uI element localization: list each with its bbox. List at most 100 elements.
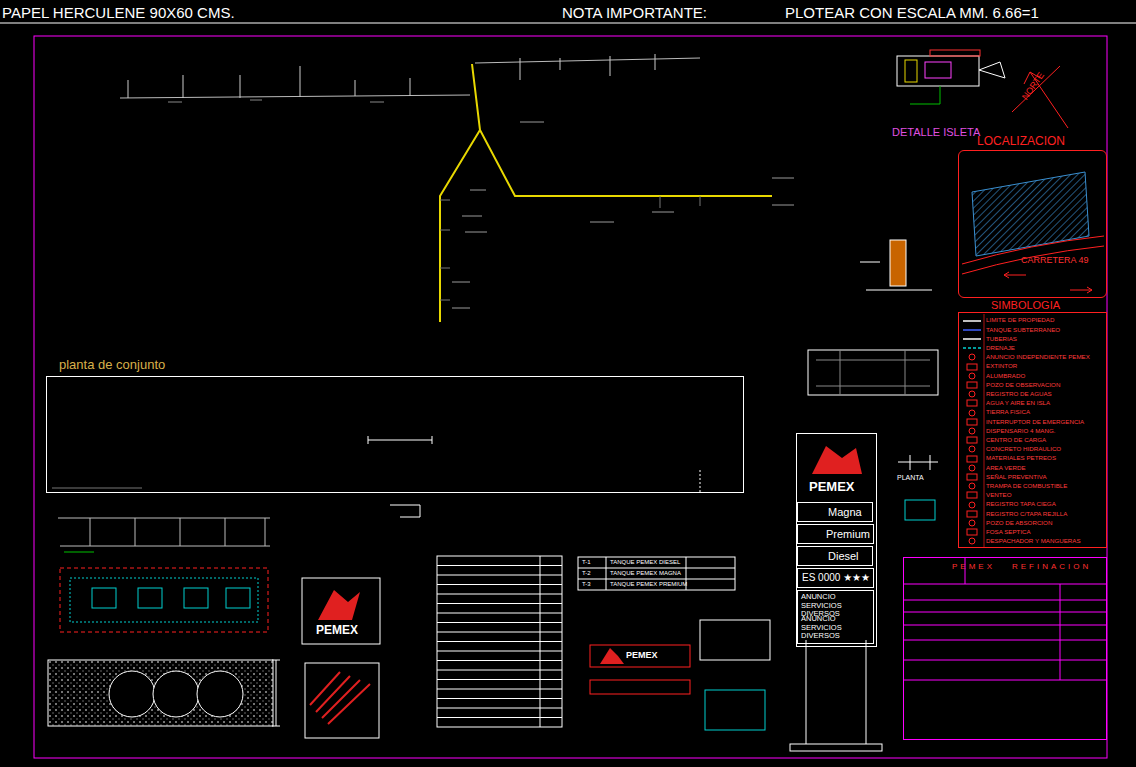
pipeline-route [120, 95, 470, 98]
construction-details [890, 240, 906, 286]
legend-text: TRAMPA DE COMBUSTIBLE [986, 483, 1067, 489]
legend-symbol [969, 354, 975, 360]
legend-sample [962, 473, 982, 481]
legend-text: CENTRO DE CARGA [986, 437, 1046, 443]
pipeline-route [168, 100, 384, 102]
construction-details [700, 620, 770, 660]
legend-sample [962, 455, 982, 463]
legend-sample [962, 399, 982, 407]
legend-sample [962, 482, 982, 490]
legend-row: POZO DE ABSORCION [962, 518, 1052, 527]
detail-title: PLANTA [897, 474, 924, 482]
island-plan [92, 588, 116, 608]
legend-sample [962, 326, 982, 334]
legend-row: ALUMBRADO [962, 371, 1025, 380]
pemex-logo-details [310, 672, 370, 724]
legend-symbol [969, 520, 975, 526]
legend-text: LIMITE DE PROPIEDAD [986, 317, 1054, 323]
pipeline-route [120, 54, 794, 322]
legend-row: INTERRUPTOR DE EMERGENCIA [962, 417, 1084, 426]
legend-sample [962, 390, 982, 398]
legend-symbol [967, 492, 977, 498]
fuel-name: Diesel [828, 550, 859, 563]
pemex-logo-details [302, 578, 380, 644]
legend-row: REGISTRO C/TAPA REJILLA [962, 509, 1067, 518]
pemex-logo-details [590, 645, 690, 667]
legend-row: CONCRETO HIDRAULICO [962, 445, 1061, 454]
canopy-elevation [64, 552, 94, 553]
legend-symbol [967, 437, 977, 443]
construction-details [705, 690, 765, 730]
title-block: PEMEXREFINACION [903, 557, 1107, 740]
legend-text: CONCRETO HIDRAULICO [986, 446, 1061, 452]
tank-section [272, 660, 280, 726]
legend-symbol [967, 382, 977, 388]
legend-line [963, 338, 981, 340]
sign-pylon [790, 446, 882, 751]
legend-symbol [967, 474, 977, 480]
pemex-logo-details [590, 680, 690, 694]
legend-row: FOSA SEPTICA [962, 528, 1031, 537]
legend-symbol [967, 364, 977, 370]
legend-row: MATERIALES PETREOS [962, 454, 1056, 463]
sign-pylon [812, 446, 862, 474]
legend-sample [962, 363, 982, 371]
legend-line [963, 347, 981, 349]
section-heading: SIMBOLOGIA [991, 299, 1060, 312]
symbol-table-grid [984, 314, 985, 548]
island-plan [60, 568, 268, 632]
service-panel: ANUNCIO SERVICIOS DIVERSOSANUNCIO SERVIC… [797, 590, 874, 644]
legend-text: POZO DE OBSERVACION [986, 382, 1060, 388]
site-plan-details [368, 436, 432, 444]
pipeline-route [128, 66, 410, 98]
legend-row: POZO DE OBSERVACION [962, 380, 1060, 389]
tank-section [48, 660, 273, 726]
table-cell: TANQUE PEMEX MAGNA [610, 570, 681, 577]
legend-row: DISPENSARIO 4 MANG. [962, 426, 1055, 435]
legend-line [963, 320, 981, 322]
data-tables [437, 556, 562, 727]
symbol-table-grid [984, 314, 985, 548]
pipeline-route [452, 122, 794, 308]
island-detail [897, 56, 979, 86]
detail-title: DETALLE ISLETA [892, 126, 980, 139]
island-plan [138, 588, 162, 608]
construction-details [898, 455, 938, 470]
legend-symbol [967, 456, 977, 462]
legend-sample [962, 436, 982, 444]
pipeline-route [472, 64, 772, 196]
logo-text: PEMEX [626, 650, 658, 660]
pemex-logo-details [305, 663, 379, 738]
north-label: NORTE [1020, 70, 1046, 102]
legend-text: DRENAJE [986, 345, 1015, 351]
site-plan-details [52, 436, 700, 492]
tank-section [48, 660, 280, 726]
fuel-panel: Premium [797, 524, 874, 544]
legend-sample [962, 464, 982, 472]
legend-row: DESPACHADOR Y MANGUERAS [962, 537, 1081, 546]
section-heading: planta de conjunto [59, 358, 165, 373]
island-detail [930, 50, 980, 56]
legend-text: VENTEO [986, 492, 1011, 498]
data-tables [437, 556, 735, 727]
legend-row: AGUA Y AIRE EN ISLA [962, 399, 1050, 408]
legend-symbol [969, 428, 975, 434]
north-arrow [1012, 66, 1068, 128]
logo-text: PEMEX [316, 624, 358, 638]
tank-section [197, 671, 243, 717]
sheet-frame [0, 23, 1136, 758]
station-panel: ES 0000 ★★★ [797, 568, 874, 588]
legend-sample [962, 335, 982, 343]
legend-sample [962, 418, 982, 426]
legend-row: TRAMPA DE COMBUSTIBLE [962, 482, 1067, 491]
fuel-name: Magna [828, 506, 862, 519]
data-tables [578, 557, 735, 590]
legend-sample [962, 519, 982, 527]
island-detail [910, 86, 940, 104]
legend-symbol [969, 538, 975, 544]
title-block-grid [903, 557, 1107, 680]
location-map [1004, 272, 1092, 293]
table-cell: T-3 [582, 581, 591, 588]
